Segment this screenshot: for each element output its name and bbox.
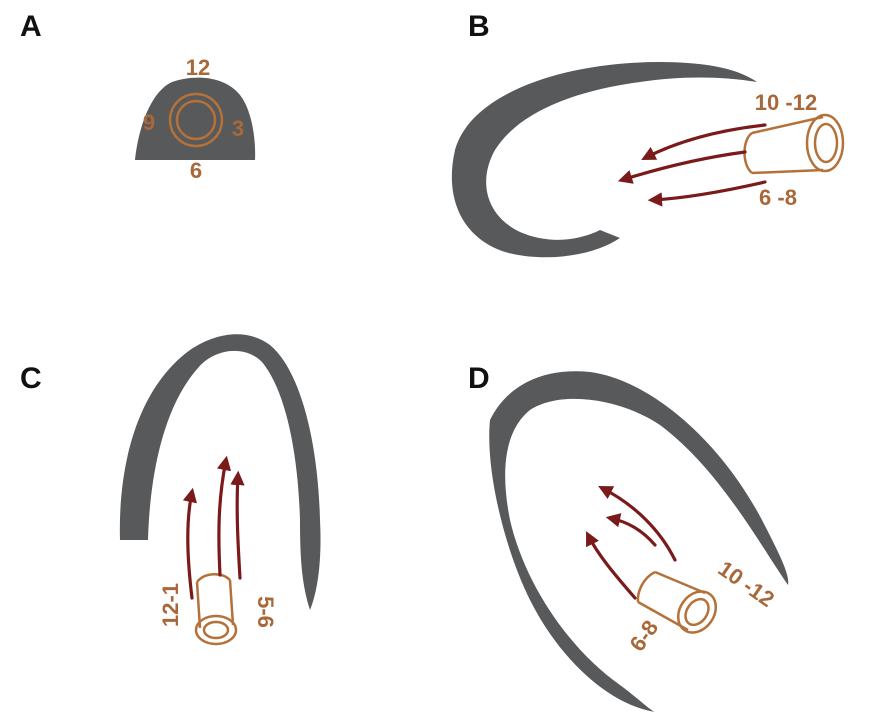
panel-a: A 12 9 3 6 [14,10,345,280]
ventricle-wall-d [489,371,788,712]
panel-letter-d: D [468,362,490,395]
label-a-top: 12 [186,55,210,80]
flow-arrow-c-3 [237,475,240,578]
panel-c: C 12-1 5-6 [20,334,321,678]
flow-arrow-c-2 [219,460,226,575]
right-wall-a [283,108,309,270]
atrium-b [790,188,845,271]
panel-letter-c: C [20,362,42,395]
valve-face-inner-b [815,124,837,162]
flow-arrow-b-2 [622,152,745,180]
label-c-right: 5-6 [253,596,278,628]
label-d-lower: 6-8 [624,616,663,656]
valve-face-outer-d [670,584,723,640]
flow-arrow-d-3 [588,535,635,598]
ventricle-wall-b [452,62,757,257]
central-chamber-a [125,158,280,280]
panel-letter-a: A [20,10,42,43]
valve-face-outer-c [196,616,236,644]
flow-arrow-d-1 [602,488,675,560]
panel-d: D 10 -12 6-8 [468,362,788,712]
left-chamber-a [18,165,122,278]
label-b-upper: 10 -12 [755,90,817,115]
label-a-right: 3 [232,116,244,141]
label-b-lower: 6 -8 [759,185,797,210]
label-a-bottom: 6 [190,158,202,183]
panel-b: B 10 -12 6 -8 [452,10,860,294]
right-notch-a [305,238,326,265]
label-a-left: 9 [143,110,155,135]
lower-chamber-b [650,224,755,282]
left-chamber-inner-c [130,559,161,605]
label-c-left: 12-1 [158,583,183,627]
valve-face-inner-c [204,622,228,638]
panel-letter-b: B [468,10,490,43]
flow-arrow-b-3 [652,182,765,200]
label-d-upper: 10 -12 [714,556,779,612]
right-septum-c [239,600,241,678]
flow-arrow-c-1 [188,492,192,598]
